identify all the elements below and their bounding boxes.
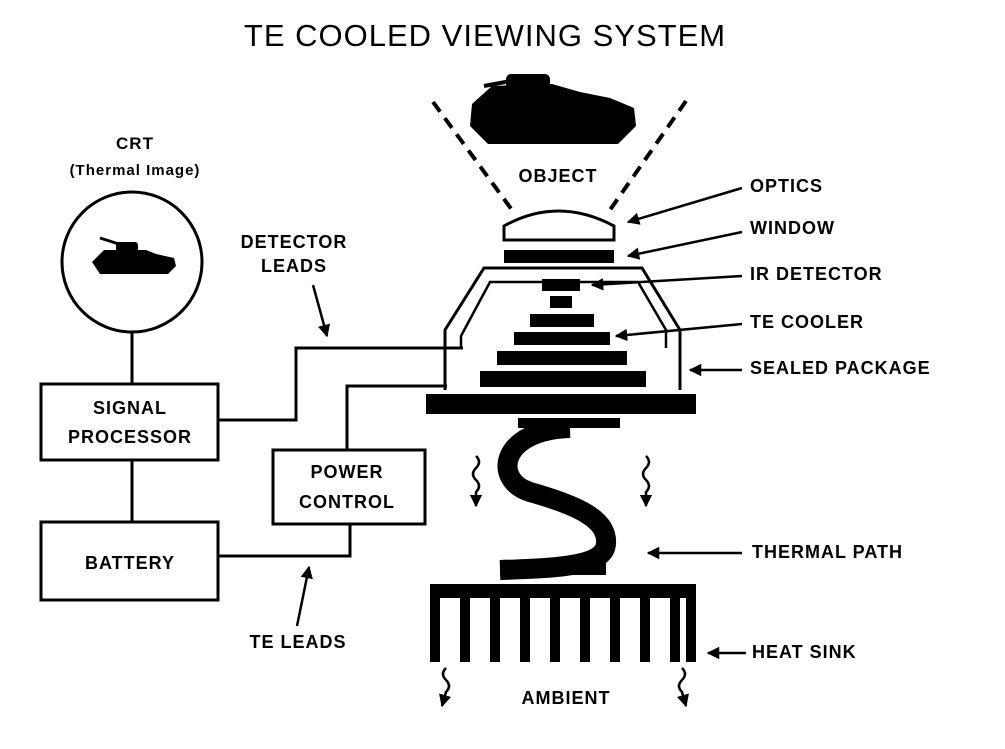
- diagram-title: TE COOLED VIEWING SYSTEM: [244, 18, 726, 53]
- callout-window: WINDOW: [750, 218, 835, 238]
- field-of-view-right: [608, 99, 688, 212]
- te-cooler-stage-2: [530, 314, 594, 327]
- crt-label: CRT: [116, 134, 154, 153]
- detector-leads-wire: [218, 346, 463, 422]
- signal-processor-label-1: SIGNAL: [93, 398, 167, 418]
- ambient-heat-arrow-left: [439, 667, 452, 708]
- battery-box: [39, 520, 220, 602]
- thermal-path-bottom-bar: [500, 563, 606, 575]
- object-label: OBJECT: [518, 166, 597, 186]
- callout-ir-detector: IR DETECTOR: [750, 264, 883, 284]
- callout-window-arrow: [626, 230, 743, 260]
- sealed-package-outline: [443, 266, 682, 390]
- te-cooler-stage-3: [514, 332, 610, 345]
- ambient-heat-arrow-right: [676, 667, 689, 708]
- callout-te-cooler: TE COOLER: [750, 312, 864, 332]
- te-leads-wire-top: [345, 384, 447, 450]
- heat-sink: [430, 584, 696, 662]
- tank-icon-object: [470, 74, 636, 144]
- optics-lens: [502, 209, 616, 242]
- callout-ir-detector-arrow: [590, 274, 743, 291]
- te-leads-label: TE LEADS: [249, 632, 346, 652]
- callout-optics-arrow: [626, 186, 743, 225]
- callout-thermal-path: THERMAL PATH: [752, 542, 903, 562]
- te-leads-wire-bottom: [218, 524, 352, 558]
- callout-heat-sink: HEAT SINK: [752, 642, 857, 662]
- tank-icon-crt: [92, 236, 176, 274]
- heat-flow-arrow-right: [639, 455, 653, 508]
- package-base-plate: [426, 394, 696, 414]
- detector-leads-arrow: [311, 284, 331, 338]
- ambient-label: AMBIENT: [522, 688, 611, 708]
- te-cooler-stage-1: [550, 296, 572, 308]
- battery-label: BATTERY: [85, 553, 175, 573]
- callout-optics: OPTICS: [750, 176, 823, 196]
- detector-leads-label-1: DETECTOR: [241, 232, 348, 252]
- te-cooler-stage-4: [497, 351, 627, 365]
- power-control-label-2: CONTROL: [299, 492, 395, 512]
- callout-sealed-package: SEALED PACKAGE: [750, 358, 931, 378]
- signal-processor-label-2: PROCESSOR: [68, 427, 192, 447]
- te-leads-arrow: [295, 565, 313, 627]
- field-of-view-left: [431, 100, 514, 212]
- window-plate: [504, 250, 614, 263]
- heat-flow-arrow-left: [469, 455, 483, 508]
- crt-sublabel: (Thermal Image): [70, 162, 201, 179]
- callout-te-cooler-arrow: [614, 322, 743, 342]
- power-control-label-1: POWER: [310, 462, 383, 482]
- thermal-path-s-curve: [497, 418, 617, 580]
- signal-processor-box: [39, 382, 220, 462]
- te-cooler-stage-5: [480, 371, 646, 387]
- detector-leads-label-2: LEADS: [261, 256, 327, 276]
- power-control-box: [271, 448, 427, 526]
- ir-detector: [542, 279, 580, 291]
